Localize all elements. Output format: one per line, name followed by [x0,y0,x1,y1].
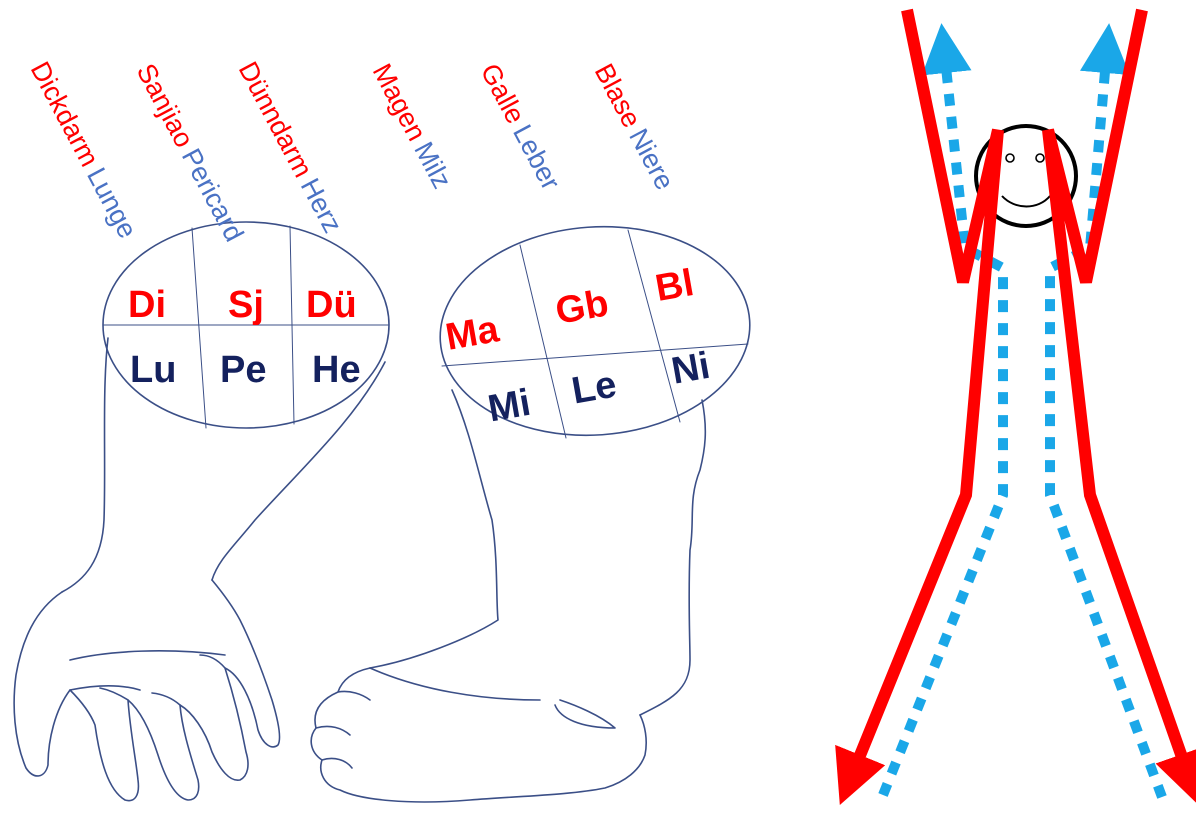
arm-drawing [13,221,390,802]
leg-cross-section [439,225,751,437]
leg-yang-abbr-1: Ma [443,308,503,359]
blue-dotted-arrow-icon [878,23,1167,799]
leg-divider-1 [519,244,567,439]
arm-abbreviations: Di Sj Dü Lu Pe He [128,284,361,391]
red-solid-arrow-icon [835,8,1196,806]
arm-channel-label-2: SanjiaoPericard [131,59,250,247]
arm-divider-2 [289,225,295,425]
arm-yin-abbr-3: He [312,349,361,391]
leg-divider-2 [627,229,681,423]
finger-crease-2 [151,692,181,706]
arm-yin-abbr-1: Lu [130,349,176,391]
arm-channel-label-3: DünndarmHerz [233,57,348,238]
thumb-fold [69,685,141,691]
smiley-face-icon [974,124,1078,228]
leg-channel-label-1: MagenMilz [367,59,458,194]
leg-drawing [310,225,751,803]
leg-yin-abbr-1: Mi [485,382,534,431]
hand-outline [13,579,281,802]
knuckle-line [69,650,226,661]
instep-line [369,667,541,701]
arm-divider-1 [191,227,207,429]
forearm-outline-right [211,361,386,581]
toe-1 [337,690,371,701]
leg-channel-labels: MagenMilz GalleLeber BlaseNiere [367,59,680,195]
leg-abbreviations: Ma Gb Bl Mi Le Ni [443,262,714,430]
arm-yang-abbr-3: Dü [306,284,357,326]
arm-yang-abbr-1: Di [128,284,166,326]
finger-crease-3 [199,654,226,669]
leg-channel-label-3: BlaseNiere [589,59,680,195]
leg-divider-horizontal [441,343,749,367]
foot-outline [310,667,647,803]
leg-outline-right [639,399,707,716]
arm-yin-abbr-2: Pe [220,349,266,391]
ankle-bone [554,699,616,729]
leg-yin-abbr-3: Ni [668,345,713,393]
finger-crease-1 [99,687,129,701]
figure-flow-diagram [835,8,1196,806]
yang-flow-right [1042,8,1196,806]
leg-yang-abbr-2: Gb [552,282,611,333]
leg-yin-abbr-2: Le [569,364,620,413]
leg-yang-abbr-3: Bl [652,262,697,310]
toe-2 [315,725,351,736]
arm-channel-labels: DickdarmLunge SanjiaoPericard DünndarmHe… [25,57,348,247]
forearm-outline-left [61,337,109,593]
yang-flow-left [835,8,1004,806]
leg-outline-left [369,389,499,669]
leg-channel-label-2: GalleLeber [475,59,566,195]
yin-flow-left [878,23,1008,797]
arm-channel-label-1: DickdarmLunge [25,57,143,243]
toe-3 [321,757,353,769]
arm-yang-abbr-2: Sj [228,284,264,326]
yin-flow-right [1045,23,1167,799]
